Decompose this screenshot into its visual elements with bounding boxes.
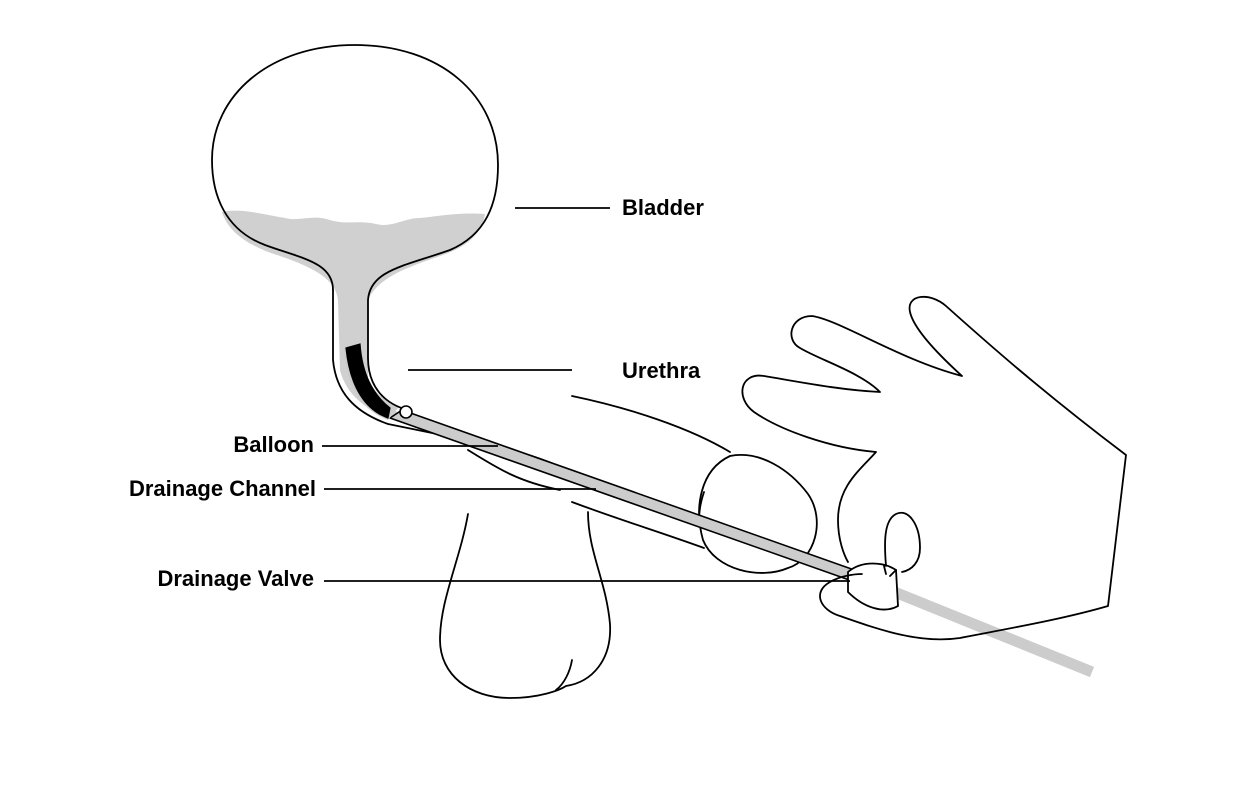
label-drainage-valve: Drainage Valve <box>157 566 850 591</box>
penis-base-lower <box>467 449 561 491</box>
label-balloon: Balloon <box>233 432 498 457</box>
scrotum-divider <box>555 659 573 691</box>
catheter-inserted <box>389 409 861 583</box>
penis-lower-edge <box>571 501 705 549</box>
label-urethra: Urethra <box>408 358 701 383</box>
drainage-valve-body <box>847 562 899 611</box>
hand-outline <box>741 296 1127 641</box>
drainage-valve-notch <box>883 565 897 577</box>
balloon-tip <box>345 343 391 419</box>
label-urethra-text: Urethra <box>622 358 701 383</box>
label-bladder-text: Bladder <box>622 195 704 220</box>
scrotum-outline <box>439 511 611 699</box>
label-balloon-text: Balloon <box>233 432 314 457</box>
label-drainage-channel: Drainage Channel <box>129 476 596 501</box>
anatomy-outline <box>439 395 818 699</box>
hand <box>741 296 1127 641</box>
label-drainage-valve-text: Drainage Valve <box>157 566 314 591</box>
label-bladder: Bladder <box>515 195 704 220</box>
bladder <box>211 44 499 447</box>
catheter-tube <box>857 572 1095 678</box>
urethra-wall <box>332 289 497 447</box>
catheter <box>344 343 1095 678</box>
thumb-outline <box>884 511 921 573</box>
penis-upper-edge <box>571 395 731 453</box>
urine-fill <box>222 210 485 418</box>
label-drainage-channel-text: Drainage Channel <box>129 476 316 501</box>
balloon-circle <box>399 405 413 419</box>
bladder-outline <box>211 44 499 411</box>
